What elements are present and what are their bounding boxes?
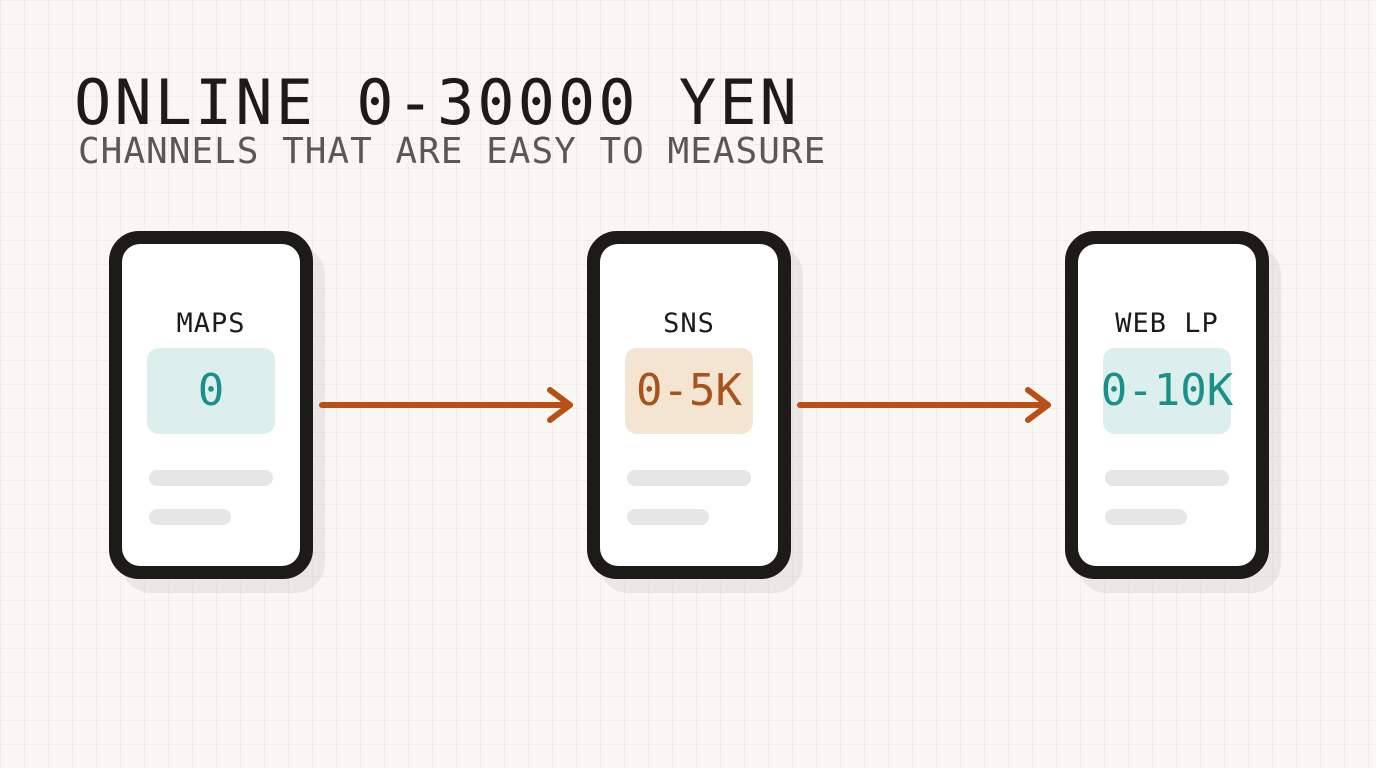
channel-value: 0-10K bbox=[1100, 365, 1234, 416]
phone-screen: SNS 0-5K bbox=[600, 244, 778, 566]
phone-card-maps: MAPS 0 bbox=[109, 231, 313, 579]
placeholder-line bbox=[149, 509, 231, 525]
phone-screen: WEB LP 0-10K bbox=[1078, 244, 1256, 566]
placeholder-line bbox=[627, 509, 709, 525]
channel-label: MAPS bbox=[176, 308, 246, 339]
placeholder-line bbox=[1105, 509, 1187, 525]
channel-label: WEB LP bbox=[1115, 308, 1219, 339]
channel-value: 0 bbox=[197, 365, 225, 416]
value-box: 0-5K bbox=[625, 348, 753, 434]
arrow-maps-to-sns bbox=[319, 387, 573, 423]
placeholder-line bbox=[627, 470, 751, 486]
placeholder-line bbox=[149, 470, 273, 486]
channel-label: SNS bbox=[663, 308, 715, 339]
phone-screen: MAPS 0 bbox=[122, 244, 300, 566]
phone-card-sns: SNS 0-5K bbox=[587, 231, 791, 579]
channel-value: 0-5K bbox=[636, 365, 742, 416]
page-subtitle: CHANNELS THAT ARE EASY TO MEASURE bbox=[78, 131, 827, 172]
phone-card-web-lp: WEB LP 0-10K bbox=[1065, 231, 1269, 579]
page-title: ONLINE 0-30000 YEN bbox=[74, 66, 800, 139]
value-box: 0-10K bbox=[1100, 348, 1234, 434]
value-box: 0 bbox=[147, 348, 275, 434]
arrow-sns-to-web-lp bbox=[797, 387, 1051, 423]
placeholder-line bbox=[1105, 470, 1229, 486]
